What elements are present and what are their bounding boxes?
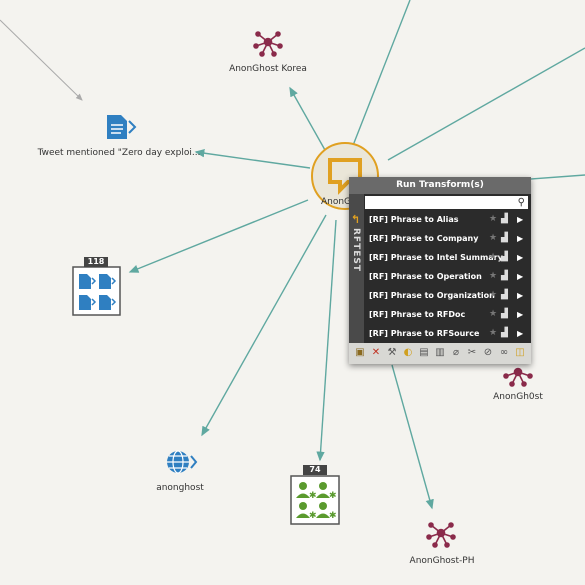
panel-title: Run Transform(s) (349, 177, 531, 194)
edge-gray[interactable] (0, 19, 83, 101)
cut-icon[interactable]: ✂ (467, 347, 477, 358)
transform-settings-icon[interactable]: ▟ (501, 233, 508, 243)
play-icon[interactable]: ▶ (517, 234, 524, 243)
edge-to-docs[interactable] (128, 199, 309, 273)
node-label-anongh0st[interactable]: AnonGh0st (493, 392, 543, 402)
link-icon[interactable]: ∞ (499, 347, 509, 358)
group-count-badge: 74 (303, 465, 327, 475)
transform-item[interactable]: [RF] Phrase to RFDoc ★ ▟ ▶ (365, 305, 531, 324)
run-transform-panel: Run Transform(s) ↰ RFTEST ⚲ [RF] Phrase … (349, 177, 531, 364)
star-icon[interactable]: ★ (489, 290, 498, 300)
transform-settings-icon[interactable]: ▟ (501, 309, 508, 319)
edge-to-ph[interactable] (391, 364, 434, 510)
star-icon[interactable]: ★ (489, 233, 498, 243)
svg-text:✱: ✱ (329, 491, 337, 501)
edge-top-2[interactable] (387, 47, 585, 161)
paint-icon[interactable]: ◐ (403, 347, 413, 358)
group-count-badge: 118 (84, 257, 108, 267)
bookmark-icon[interactable]: ◫ (515, 347, 525, 358)
edge-to-web[interactable] (201, 214, 327, 437)
transform-item[interactable]: [RF] Phrase to Alias ★ ▟ ▶ (365, 210, 531, 229)
edge-top-1[interactable] (351, 0, 411, 149)
document-icon[interactable] (107, 115, 137, 139)
edge-to-people[interactable] (316, 219, 337, 462)
transform-label: [RF] Phrase to RFDoc (369, 310, 466, 319)
play-icon[interactable]: ▶ (517, 329, 524, 338)
node-label-anonghost-korea[interactable]: AnonGhost Korea (229, 64, 307, 74)
transform-settings-icon[interactable]: ▟ (501, 290, 508, 300)
transform-search-input[interactable]: ⚲ (365, 196, 528, 209)
star-icon[interactable]: ★ (489, 271, 498, 281)
website-globe-icon[interactable] (167, 450, 198, 474)
transform-settings-icon[interactable]: ▟ (501, 252, 508, 262)
node-label-center[interactable]: AnonG (320, 197, 352, 207)
tools-icon[interactable]: ⚒ (387, 347, 397, 358)
clipboard-icon[interactable]: ▤ (419, 347, 429, 358)
alias-network-icon[interactable] (253, 31, 283, 57)
alias-network-icon[interactable] (426, 522, 456, 548)
refresh-icon[interactable] (527, 346, 531, 360)
star-icon[interactable]: ★ (489, 309, 498, 319)
transform-settings-icon[interactable]: ▟ (501, 271, 508, 281)
star-icon[interactable]: ★ (489, 214, 498, 224)
side-tab-label: RFTEST (351, 228, 361, 272)
transform-label: [RF] Phrase to RFSource (369, 329, 480, 338)
back-arrow-icon[interactable]: ↰ (351, 213, 361, 226)
alias-network-icon[interactable] (503, 367, 533, 387)
svg-text:✱: ✱ (329, 511, 337, 521)
transform-label: [RF] Phrase to Organization (369, 291, 495, 300)
node-label-anonghost-web[interactable]: anonghost (156, 483, 204, 493)
document-group-icon[interactable] (72, 266, 121, 316)
transform-label: [RF] Phrase to Operation (369, 272, 482, 281)
paste-icon[interactable]: ▥ (435, 347, 445, 358)
svg-text:✱: ✱ (309, 491, 317, 501)
svg-text:✱: ✱ (309, 511, 317, 521)
transform-set-tab[interactable]: ↰ RFTEST (349, 194, 364, 344)
play-icon[interactable]: ▶ (517, 215, 524, 224)
attach-icon[interactable]: ⌀ (452, 347, 460, 358)
transform-label: [RF] Phrase to Company (369, 234, 479, 243)
transform-item[interactable]: [RF] Phrase to Company ★ ▟ ▶ (365, 229, 531, 248)
transform-settings-icon[interactable]: ▟ (501, 328, 508, 338)
transform-label: [RF] Phrase to Alias (369, 215, 459, 224)
transform-item[interactable]: [RF] Phrase to Operation ★ ▟ ▶ (365, 267, 531, 286)
delete-icon[interactable]: ✕ (371, 347, 381, 358)
star-icon[interactable]: ★ (489, 252, 498, 262)
copy-icon[interactable]: ▣ (355, 347, 365, 358)
search-icon[interactable]: ⚲ (517, 197, 525, 208)
transform-label: [RF] Phrase to Intel Summary (369, 253, 503, 262)
play-icon[interactable]: ▶ (517, 253, 524, 262)
entity-toolbar: ▣ ✕ ⚒ ◐ ▤ ▥ ⌀ ✂ ⊘ ∞ ◫ (349, 343, 531, 364)
person-group-icon[interactable]: ✱ ✱ ✱ ✱ (290, 475, 340, 525)
edge-to-korea[interactable] (289, 86, 326, 151)
transform-settings-icon[interactable]: ▟ (501, 214, 508, 224)
paperclip-icon[interactable]: ⊘ (483, 347, 493, 358)
transform-item[interactable]: [RF] Phrase to Organization ★ ▟ ▶ (365, 286, 531, 305)
transform-item[interactable]: [RF] Phrase to Intel Summary ★ ▟ ▶ (365, 248, 531, 267)
edge-to-tweet[interactable] (194, 149, 311, 169)
star-icon[interactable]: ★ (489, 328, 498, 338)
play-icon[interactable]: ▶ (517, 310, 524, 319)
play-icon[interactable]: ▶ (517, 291, 524, 300)
play-icon[interactable]: ▶ (517, 272, 524, 281)
node-label-tweet[interactable]: Tweet mentioned "Zero day exploi... (37, 148, 201, 158)
node-label-anonghost-ph[interactable]: AnonGhost-PH (409, 556, 475, 566)
transform-item[interactable]: [RF] Phrase to RFSource ★ ▟ ▶ (365, 324, 531, 343)
